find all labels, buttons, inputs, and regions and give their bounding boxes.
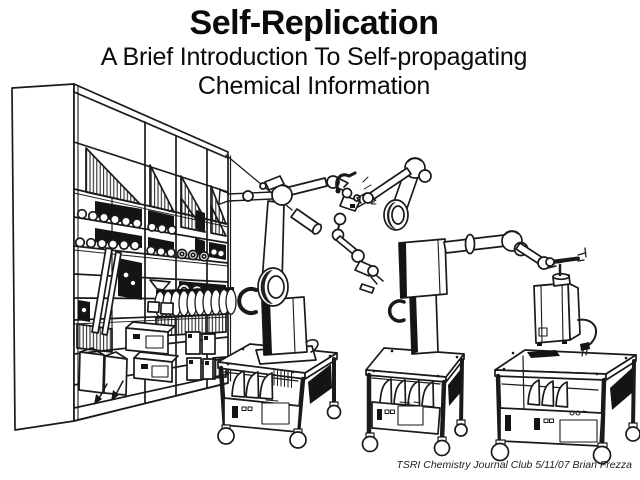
large-robot-arm — [218, 175, 349, 365]
subtitle-line-1: A Brief Introduction To Self-propagating — [100, 43, 528, 71]
caster-wheels — [361, 419, 468, 457]
caster-wheels — [490, 422, 640, 465]
subtitle-line-2: Chemical Information — [197, 72, 431, 100]
small-robot-under-assembly — [533, 247, 598, 357]
wheeled-cart-1 — [217, 343, 342, 449]
medium-robot-arm — [356, 157, 564, 355]
slide-title: Self-Replication — [189, 4, 439, 42]
wheeled-cart-3 — [490, 349, 640, 465]
slide-subtitle: A Brief Introduction To Self-propagating… — [0, 43, 628, 101]
wheeled-cart-2 — [361, 347, 468, 457]
part-being-assembled — [331, 171, 384, 294]
credit-line: TSRI Chemistry Journal Club 5/11/07 Bria… — [396, 459, 632, 471]
caster-wheels — [217, 401, 342, 449]
supply-shelf — [11, 83, 293, 431]
